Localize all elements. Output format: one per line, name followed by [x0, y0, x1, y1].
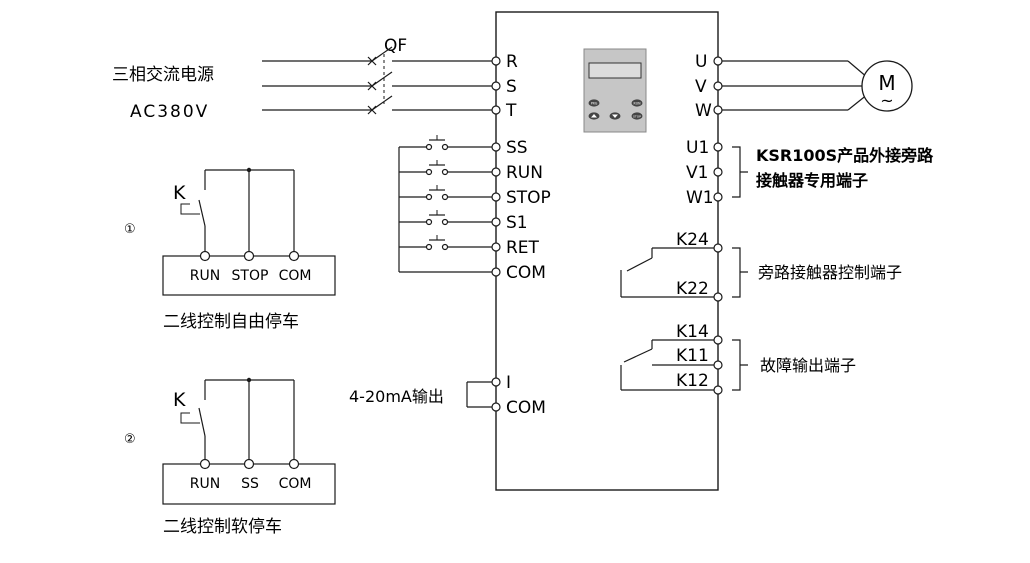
terminal-k24: K24	[676, 230, 709, 250]
bypass-label-line1: KSR100S产品外接旁路	[756, 146, 934, 165]
terminal-k11: K11	[676, 346, 709, 366]
motor-letter: M	[878, 71, 895, 95]
example-1-caption: 二线控制自由停车	[163, 312, 299, 332]
motor-symbol: M ~	[861, 60, 913, 112]
example-1-term-stop: STOP	[232, 268, 269, 284]
svg-text:STOP: STOP	[633, 114, 641, 118]
terminal-run: RUN	[506, 163, 543, 183]
terminal-com: COM	[506, 263, 546, 283]
control-terminals: SS RUN STOP S1 RET COM	[491, 138, 551, 283]
bypass-label-line2: 接触器专用端子	[756, 171, 868, 190]
terminal-ss: SS	[506, 138, 528, 158]
stop-key	[631, 112, 643, 120]
svg-text:PRG: PRG	[591, 101, 598, 105]
keypad-panel: PRG RUN STOP	[583, 48, 647, 133]
terminal-analog-com: COM	[506, 398, 546, 418]
example-2-term-ss: SS	[241, 476, 259, 492]
terminal-u: U	[695, 52, 707, 72]
example-1-term-com: COM	[279, 268, 312, 284]
run-key	[631, 99, 643, 107]
example-1-marker: ①	[124, 222, 136, 237]
terminal-w: W	[695, 101, 712, 121]
terminal-k14: K14	[676, 322, 709, 342]
terminal-s1: S1	[506, 213, 528, 233]
motor-ac-symbol: ~	[880, 91, 893, 110]
example-2-caption: 二线控制软停车	[163, 517, 282, 537]
analog-output: I COM 4-20mA输出	[349, 373, 546, 418]
wiring-example-2: ② K RUN SS COM 二线控制软停车	[124, 377, 336, 537]
prg-key	[588, 99, 600, 107]
terminal-s: S	[506, 77, 517, 97]
example-2-term-run: RUN	[190, 476, 220, 492]
terminal-i: I	[506, 373, 511, 393]
terminal-stop: STOP	[506, 188, 551, 208]
example-2-term-com: COM	[279, 476, 312, 492]
power-source-label: 三相交流电源	[112, 65, 214, 85]
terminal-v1: V1	[686, 163, 708, 183]
terminal-w1: W1	[686, 188, 714, 208]
terminal-k12: K12	[676, 371, 709, 391]
bypass-terminals: U1 V1 W1 KSR100S产品外接旁路 接触器专用端子	[686, 138, 934, 208]
input-terminals: R S T	[491, 52, 518, 121]
output-terminals: U V W	[695, 52, 869, 121]
power-lines	[262, 46, 493, 115]
example-1-term-run: RUN	[190, 268, 220, 284]
terminal-ret: RET	[506, 238, 540, 258]
breaker-label: QF	[384, 36, 407, 56]
analog-output-label: 4-20mA输出	[349, 387, 444, 406]
terminal-r: R	[506, 52, 518, 72]
terminal-v: V	[695, 77, 707, 97]
contactor-label: 旁路接触器控制端子	[758, 263, 902, 282]
svg-text:RUN: RUN	[634, 101, 642, 105]
wiring-example-1: ① K RUN STOP COM 二线控制自由停车	[124, 167, 336, 332]
power-voltage-label: AC380V	[130, 102, 209, 122]
example-1-switch-label: K	[173, 182, 186, 204]
terminal-k22: K22	[676, 279, 709, 299]
example-2-marker: ②	[124, 432, 136, 447]
terminal-u1: U1	[686, 138, 709, 158]
contactor-terminals: K24 K22 旁路接触器控制端子	[620, 230, 902, 302]
control-switches	[398, 135, 492, 273]
example-2-switch-label: K	[173, 389, 186, 411]
fault-terminals: K14 K11 K12 故障输出端子	[620, 322, 856, 395]
terminal-t: T	[505, 101, 517, 121]
keypad-display	[588, 62, 642, 79]
fault-label: 故障输出端子	[760, 356, 856, 375]
